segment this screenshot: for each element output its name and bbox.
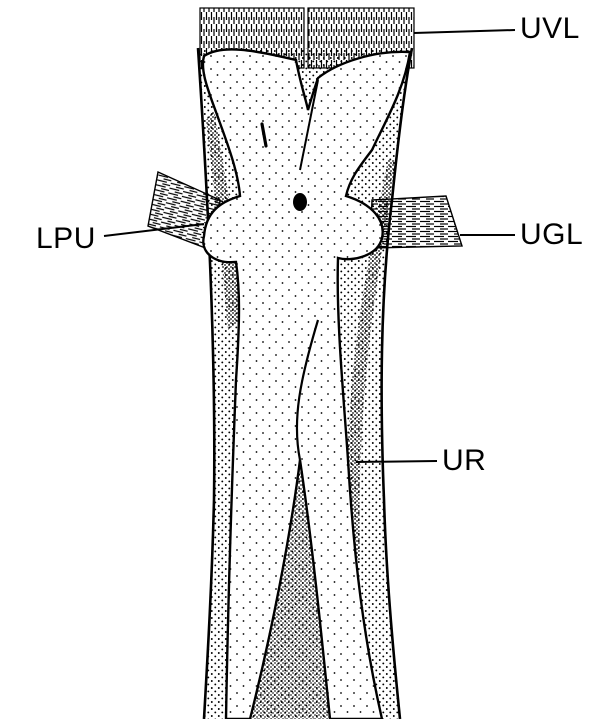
uvl-label: UVL <box>520 14 580 44</box>
lpu-label: LPU <box>36 224 96 254</box>
foramen-mark <box>293 193 307 211</box>
ugl-label: UGL <box>520 220 583 250</box>
uvl-leader <box>414 30 515 33</box>
ugl-ligament-right <box>370 196 462 248</box>
ur-label: UR <box>442 446 486 476</box>
ur-leader <box>356 461 437 462</box>
